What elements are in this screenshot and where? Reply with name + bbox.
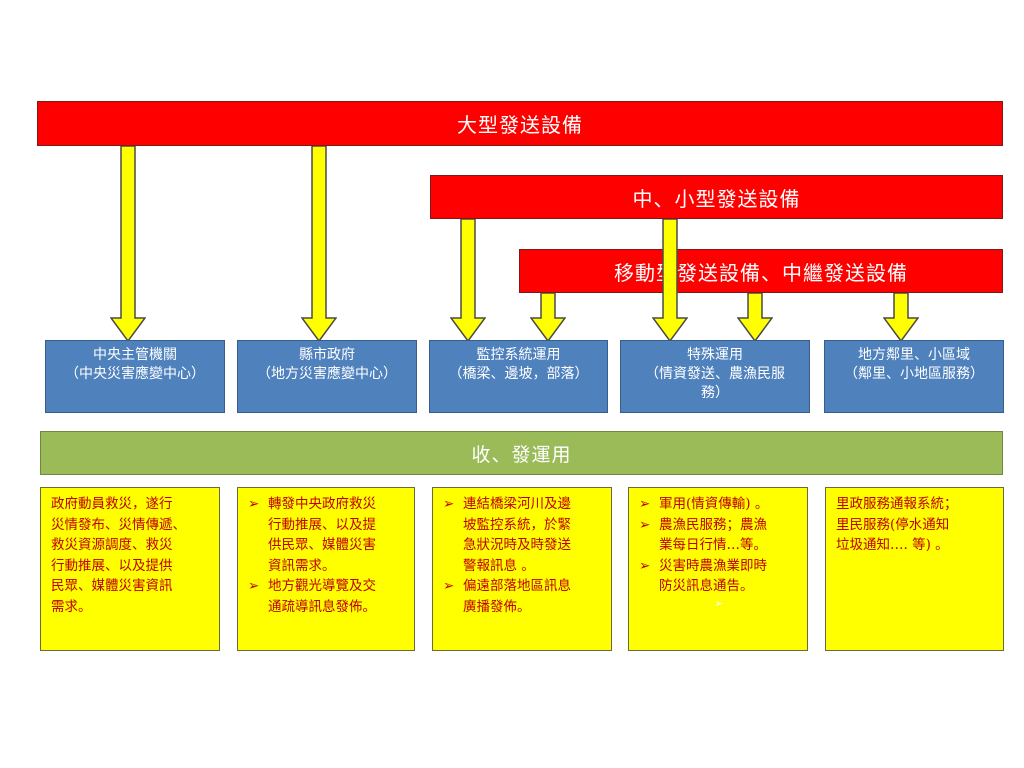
category-subtitle: （橋梁、邊坡，部落） (448, 366, 589, 382)
detail-line: 垃圾通知…. 等) 。 (836, 537, 949, 553)
arrow-bullet-icon: ➢ (639, 496, 651, 512)
arrow-bullet-icon: ➢ (639, 557, 651, 574)
detail-line: 災情發布、災情傳遞、 (51, 516, 186, 533)
detail-line: 行動推展、以及提 (268, 516, 376, 533)
category-subtitle: （鄰里、小地區服務） (844, 366, 984, 382)
detail-bullet-item: ➢ 災害時農漁業即時 防災訊息通告。 (639, 556, 799, 597)
category-subtitle: （地方災害應變中心） (257, 366, 397, 382)
detail-box-neighborhood: 里政服務通報系統； 里民服務(停水通知 垃圾通知…. 等) 。 (825, 487, 1004, 651)
category-title: 特殊運用 (687, 347, 743, 363)
detail-line: 警報訊息 。 (463, 557, 535, 574)
detail-line: 民眾、媒體災害資訊 (51, 578, 173, 594)
category-county-government: 縣市政府 （地方災害應變中心） (237, 340, 417, 413)
arrow-mobile-to-monitoring (530, 293, 566, 342)
arrow-mobile-to-neighborhood (883, 293, 919, 342)
category-title: 地方鄰里、小區域 (858, 347, 970, 363)
arrow-large-to-central (110, 146, 146, 342)
detail-bullet-item: ➢ 軍用(情資傳輸) 。 (639, 494, 799, 515)
detail-box-monitoring: ➢ 連結橋梁河川及邊 坡監控系統，於緊 急狀況時及時發送 警報訊息 。 ➢ 偏遠… (432, 487, 612, 651)
detail-line: 轉發中央政府救災 (268, 496, 376, 512)
category-title: 中央主管機關 (93, 347, 177, 363)
arrow-mobile-to-special (737, 293, 773, 342)
detail-line: 政府動員救災，遂行 (51, 496, 173, 512)
category-subtitle: （情資發送、農漁民服 (645, 366, 785, 382)
category-title: 縣市政府 (299, 347, 355, 363)
category-local-neighborhood: 地方鄰里、小區域 （鄰里、小地區服務） (824, 340, 1004, 413)
detail-line: 災害時農漁業即時 (659, 557, 767, 574)
detail-line: 軍用(情資傳輸) 。 (659, 496, 769, 512)
medium-small-transmitter-bar: 中、小型發送設備 (430, 175, 1003, 219)
arrow-large-to-county (301, 146, 337, 342)
category-special-use: 特殊運用 （情資發送、農漁民服 務） (620, 340, 810, 413)
detail-line: 地方觀光導覽及交 (268, 578, 376, 594)
detail-line: 里政服務通報系統； (836, 496, 958, 512)
detail-box-county: ➢ 轉發中央政府救災 行動推展、以及提 供民眾、媒體災害 資訊需求。 ➢ 地方觀… (237, 487, 415, 651)
detail-line: 防災訊息通告。 (659, 578, 754, 594)
stray-bullet-icon: ➢ (714, 596, 724, 610)
detail-line: 通疏導訊息發佈。 (268, 598, 376, 615)
detail-box-central: 政府動員救災，遂行 災情發布、災情傳遞、 救災資源調度、救災 行動推展、以及提供… (40, 487, 220, 651)
category-subtitle-cont: 務） (701, 385, 729, 401)
detail-line: 需求。 (51, 598, 92, 615)
detail-line: 急狀況時及時發送 (463, 537, 571, 553)
category-title: 監控系統運用 (476, 347, 561, 363)
large-transmitter-bar: 大型發送設備 (37, 101, 1003, 146)
category-subtitle: （中央災害應變中心） (65, 366, 205, 382)
category-central-authority: 中央主管機關 （中央災害應變中心） (45, 340, 225, 413)
arrow-bullet-icon: ➢ (443, 578, 455, 594)
detail-line: 廣播發佈。 (463, 598, 531, 615)
detail-bullet-item: ➢ 轉發中央政府救災 行動推展、以及提 供民眾、媒體災害 資訊需求。 (248, 494, 406, 576)
detail-line: 行動推展、以及提供 (51, 557, 173, 574)
detail-line: 農漁民服務；農漁 (659, 516, 767, 533)
arrow-bullet-icon: ➢ (248, 496, 260, 512)
arrow-medium-to-special (652, 219, 688, 342)
receive-send-usage-label: 收、發運用 (471, 443, 572, 466)
detail-line: 資訊需求。 (268, 557, 336, 574)
detail-box-special: ➢ 軍用(情資傳輸) 。 ➢ 農漁民服務；農漁 業每日行情…等。 ➢ 災害時農漁… (628, 487, 808, 651)
arrow-bullet-icon: ➢ (248, 578, 260, 594)
arrow-medium-to-monitoring (450, 219, 486, 342)
detail-line: 供民眾、媒體災害 (268, 537, 376, 553)
arrow-bullet-icon: ➢ (639, 516, 651, 533)
mobile-relay-transmitter-bar: 移動型發送設備、中繼發送設備 (519, 249, 1003, 293)
detail-bullet-item: ➢ 連結橋梁河川及邊 坡監控系統，於緊 急狀況時及時發送 警報訊息 。 (443, 494, 603, 576)
detail-bullet-item: ➢ 偏遠部落地區訊息 廣播發佈。 (443, 576, 603, 617)
detail-line: 連結橋梁河川及邊 (463, 496, 571, 512)
detail-line: 業每日行情…等。 (659, 537, 767, 553)
detail-line: 里民服務(停水通知 (836, 516, 950, 533)
large-transmitter-label: 大型發送設備 (457, 113, 583, 137)
category-monitoring-system: 監控系統運用 （橋梁、邊坡，部落） (429, 340, 608, 413)
detail-line: 偏遠部落地區訊息 (463, 578, 571, 594)
medium-small-transmitter-label: 中、小型發送設備 (632, 186, 801, 211)
detail-line: 坡監控系統，於緊 (463, 516, 571, 533)
detail-bullet-item: ➢ 地方觀光導覽及交 通疏導訊息發佈。 (248, 576, 406, 617)
receive-send-usage-bar: 收、發運用 (40, 431, 1003, 475)
detail-line: 救災資源調度、救災 (51, 537, 173, 553)
arrow-bullet-icon: ➢ (443, 496, 455, 512)
detail-bullet-item: ➢ 農漁民服務；農漁 業每日行情…等。 (639, 515, 799, 556)
